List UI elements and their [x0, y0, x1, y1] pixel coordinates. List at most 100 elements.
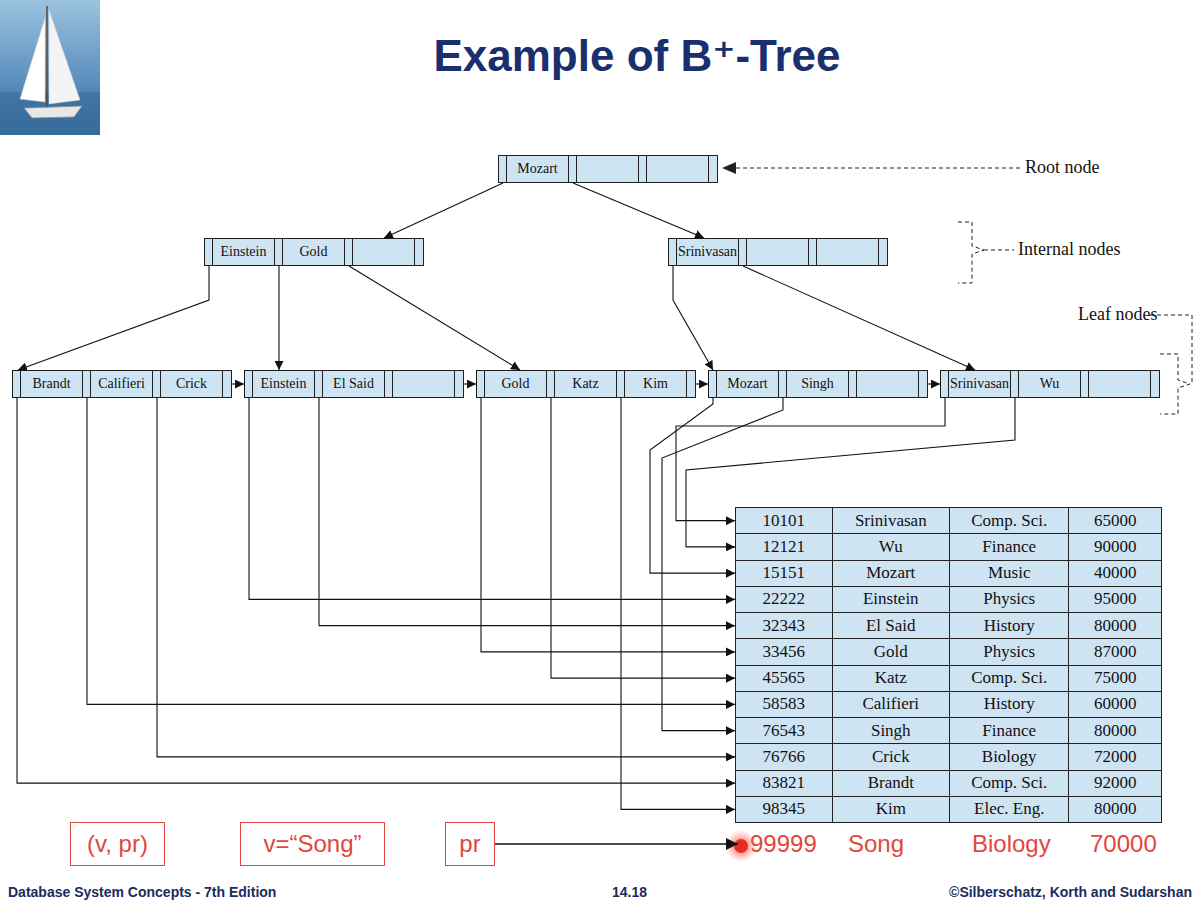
- cell-value: 92000: [1094, 773, 1137, 793]
- table-row: 15151MozartMusic40000: [735, 560, 1162, 587]
- search-key: Katz: [572, 376, 598, 391]
- pointer-slot: [779, 371, 787, 397]
- table-cell: 95000: [1069, 587, 1161, 612]
- cell-value: 65000: [1094, 511, 1137, 531]
- cell-value: 12121: [763, 537, 806, 557]
- cell-value: Comp. Sci.: [971, 773, 1047, 793]
- pointer-slot: [455, 371, 463, 397]
- internal-node: Einstein Gold: [204, 238, 424, 266]
- leaf-node: EinsteinEl Said: [244, 370, 464, 398]
- key-cell: Brandt: [21, 371, 83, 397]
- pointer-slot: [477, 371, 485, 397]
- leaf-node: BrandtCalifieriCrick: [12, 370, 232, 398]
- annotation-text: v=“Song”: [263, 830, 361, 858]
- table-cell: 98345: [736, 797, 833, 822]
- annotation-box: v=“Song”: [240, 822, 385, 866]
- table-row: 98345KimElec. Eng.80000: [735, 796, 1162, 823]
- key-cell: [817, 239, 879, 265]
- key-cell: El Said: [323, 371, 385, 397]
- table-cell: 15151: [736, 561, 833, 586]
- cell-value: Biology: [982, 747, 1037, 767]
- tree-pointer: [87, 398, 735, 704]
- table-row: 10101SrinivasanComp. Sci.65000: [735, 507, 1162, 534]
- search-key: Wu: [1040, 376, 1060, 391]
- sailboat-picture: [0, 0, 100, 135]
- table-cell: 33456: [736, 639, 833, 664]
- pointer-slot: [879, 239, 887, 265]
- cell-value: 76543: [763, 721, 806, 741]
- key-cell: Gold: [283, 239, 345, 265]
- table-row: 83821 Brandt Comp. Sci. 92000: [735, 770, 1162, 797]
- search-key: Gold: [502, 376, 530, 391]
- key-cell: Einstein: [213, 239, 275, 265]
- cell-value: Comp. Sci.: [971, 511, 1047, 531]
- tree-pointer: [464, 383, 476, 384]
- record-value: Biology: [972, 826, 1082, 862]
- annotation-box: pr: [445, 822, 495, 866]
- key-cell: [393, 371, 455, 397]
- new-record-row: 99999SongBiology70000: [738, 826, 1163, 862]
- cell-value: History: [984, 694, 1035, 714]
- search-key: Srinivasan: [950, 376, 1009, 391]
- cell-value: 90000: [1094, 537, 1137, 557]
- pointer-slot: [13, 371, 21, 397]
- tree-pointer: [384, 183, 503, 238]
- cell-value: El Said: [866, 616, 916, 636]
- pointer-slot: [499, 156, 507, 182]
- cell-value: Brandt: [868, 773, 914, 793]
- table-cell: 80000: [1069, 613, 1161, 638]
- table-cell: 83821: [736, 771, 833, 796]
- tree-pointer: [696, 383, 708, 384]
- pointer-slot: [1151, 371, 1159, 397]
- tree-pointer: [928, 383, 940, 384]
- tree-pointer: [650, 398, 735, 573]
- annotation-label: Root node: [1025, 157, 1100, 178]
- cell-value: 76766: [763, 747, 806, 767]
- pointer-slot: [223, 371, 231, 397]
- search-key: Einstein: [221, 244, 267, 259]
- key-cell: [577, 156, 639, 182]
- key-cell: Srinivasan: [677, 239, 739, 265]
- table-cell: El Said: [833, 613, 950, 638]
- table-cell: Elec. Eng.: [950, 797, 1069, 822]
- cell-value: 87000: [1094, 642, 1137, 662]
- pointer-slot: [739, 239, 747, 265]
- sea-background: [0, 0, 100, 135]
- pointer-slot: [1011, 371, 1019, 397]
- footer-text: Database System Concepts - 7th Edition: [8, 884, 276, 900]
- cell-value: History: [984, 616, 1035, 636]
- cell-value: Srinivasan: [855, 511, 927, 531]
- cell-value: 80000: [1094, 721, 1137, 741]
- tree-pointer: [673, 266, 713, 370]
- record-pointer: [495, 843, 738, 845]
- pointer-slot: [315, 371, 323, 397]
- table-cell: Kim: [833, 797, 950, 822]
- tree-pointer: [17, 398, 735, 783]
- pointer-slot: [1081, 371, 1089, 397]
- annotation-label: Internal nodes: [1018, 239, 1120, 260]
- table-cell: History: [950, 613, 1069, 638]
- table-row: 12121WuFinance90000: [735, 533, 1162, 560]
- table-cell: History: [950, 692, 1069, 717]
- pointer-slot: [415, 239, 423, 265]
- cell-value: 60000: [1094, 694, 1137, 714]
- cell-value: Finance: [982, 537, 1036, 557]
- pointer-slot: [617, 371, 625, 397]
- tree-pointer: [349, 266, 520, 370]
- tree-pointer: [319, 398, 735, 626]
- search-key: Gold: [300, 244, 328, 259]
- pointer-slot: [849, 371, 857, 397]
- annotation-text: pr: [459, 830, 480, 858]
- cell-value: Physics: [983, 642, 1035, 662]
- cell-value: 80000: [1094, 616, 1137, 636]
- table-row: 22222EinsteinPhysics95000: [735, 586, 1162, 613]
- table-row: 58583CalifieriHistory60000: [735, 691, 1162, 718]
- cell-value: Music: [988, 563, 1031, 583]
- pointer-slot: [709, 156, 717, 182]
- table-cell: 76543: [736, 718, 833, 743]
- cell-value: 40000: [1094, 563, 1137, 583]
- root-leader-line: [732, 168, 1020, 169]
- table-cell: Comp. Sci.: [950, 666, 1069, 691]
- pointer-slot: [941, 371, 949, 397]
